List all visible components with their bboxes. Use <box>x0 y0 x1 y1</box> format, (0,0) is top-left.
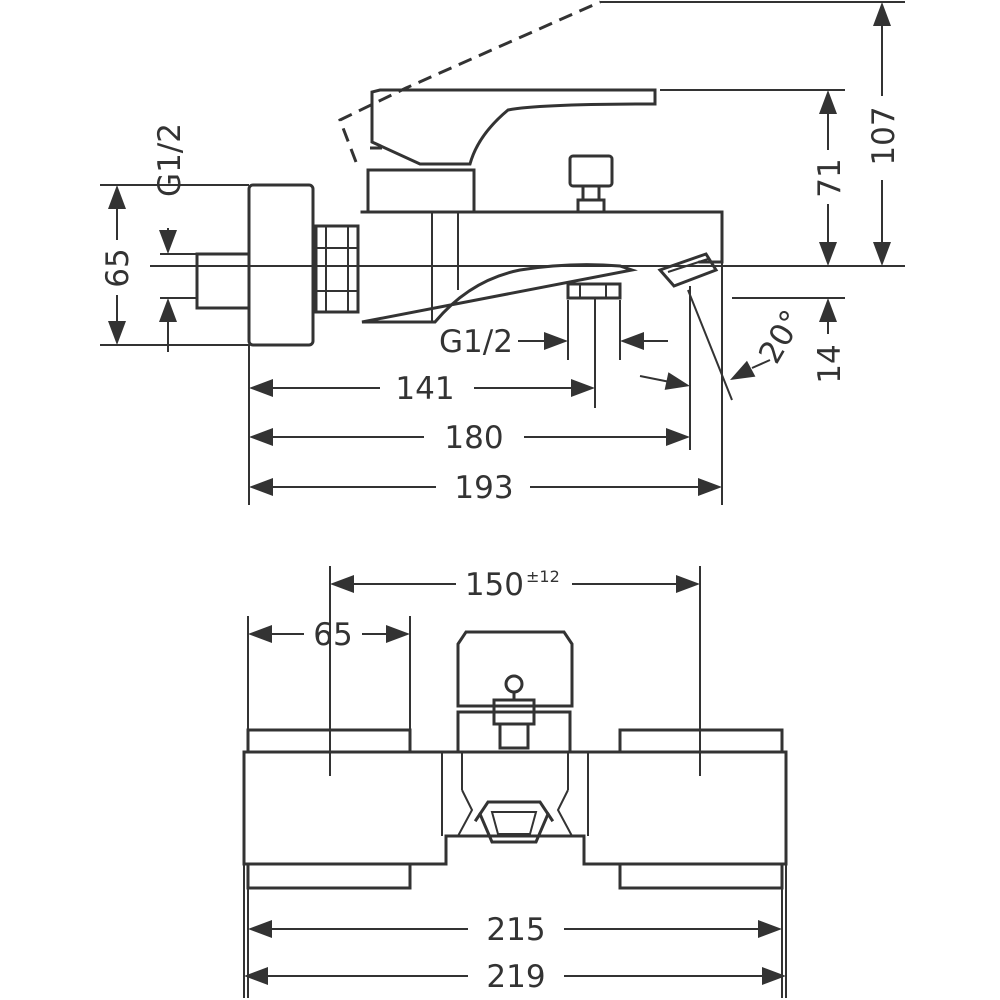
dim-141: 141 <box>249 371 595 407</box>
dim-71-label: 71 <box>812 158 848 197</box>
dim-65-horizontal: 65 <box>248 617 410 653</box>
dim-150-tolerance: ±12 <box>526 567 560 586</box>
hex-nut <box>314 224 360 314</box>
cartridge-housing <box>366 168 476 214</box>
dim-219-label: 219 <box>486 959 545 995</box>
dim-connection-thread: G1/2 <box>152 123 188 352</box>
front-view: 150 ±12 65 215 219 <box>242 566 788 998</box>
dim-65-vertical: 65 <box>100 185 136 345</box>
front-body <box>242 750 788 866</box>
dim-180-label: 180 <box>444 420 503 456</box>
dim-150-label: 150 <box>465 567 524 603</box>
dim-107-label: 107 <box>866 106 902 165</box>
dim-180: 180 <box>249 420 690 456</box>
lever-handle <box>370 88 657 166</box>
raised-handle-outline <box>338 0 601 163</box>
pipe-stub <box>195 252 251 310</box>
connection-thread-label: G1/2 <box>152 123 188 197</box>
bottom-outlet <box>566 282 622 300</box>
dim-outlet-thread: G1/2 <box>439 324 668 360</box>
left-flange-bottom <box>246 862 412 890</box>
right-flange-bottom <box>618 862 784 890</box>
dim-141-label: 141 <box>395 371 454 407</box>
dim-71: 71 <box>812 90 848 266</box>
front-aerator <box>473 800 555 844</box>
dim-215-label: 215 <box>486 912 545 948</box>
dim-65-front-label: 65 <box>313 617 352 653</box>
dim-65-label: 65 <box>100 248 136 287</box>
front-diverter-knob <box>458 674 570 750</box>
dim-150: 150 ±12 <box>330 567 700 603</box>
diverter-knob <box>568 154 614 214</box>
angle-label: 20° <box>752 304 811 370</box>
dim-193-label: 193 <box>454 470 513 506</box>
dim-215: 215 <box>248 912 782 948</box>
front-cartridge <box>456 710 572 754</box>
dim-219: 219 <box>244 959 786 995</box>
dim-14: 14 <box>812 298 848 384</box>
dim-193: 193 <box>249 470 722 506</box>
outlet-thread-label: G1/2 <box>439 324 513 360</box>
dim-107: 107 <box>866 2 902 266</box>
side-view: 65 G1/2 107 71 <box>100 0 905 506</box>
dim-14-label: 14 <box>812 344 848 383</box>
spout-aerator <box>657 252 719 288</box>
